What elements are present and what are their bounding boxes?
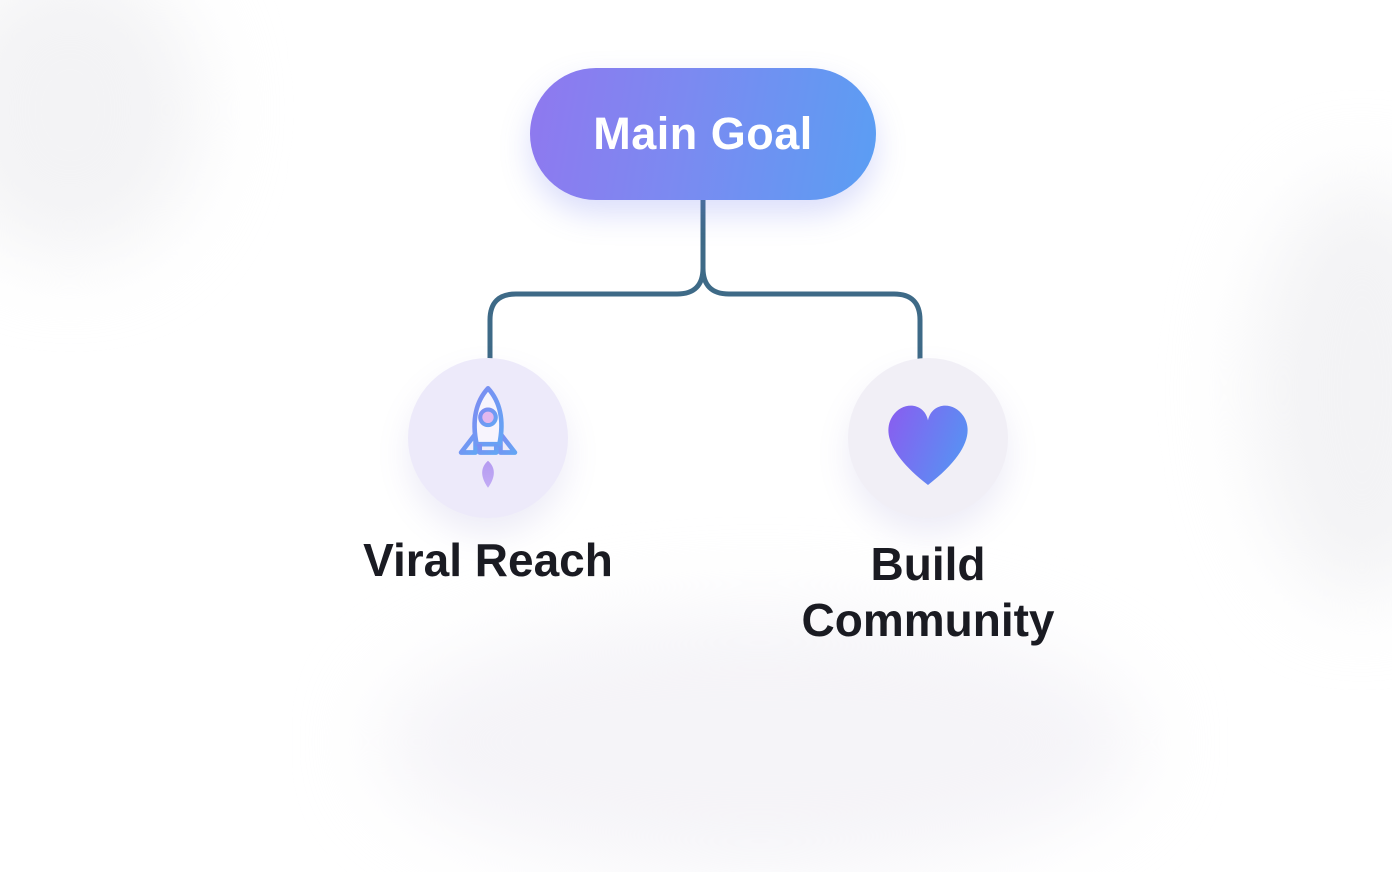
build-community-label: Build Community	[801, 538, 1055, 647]
connector-lines	[487, 197, 923, 365]
connector-left-branch	[487, 197, 706, 365]
heart-icon	[888, 405, 968, 485]
root-node-label: Main Goal	[593, 108, 813, 159]
connector-right-branch	[700, 197, 923, 365]
build-community-node	[848, 358, 1008, 518]
viral-reach-label: Viral Reach	[363, 534, 613, 586]
rocket-icon	[458, 385, 518, 488]
viral-reach-node	[408, 358, 568, 518]
root-node-main-goal: Main Goal	[530, 68, 876, 200]
